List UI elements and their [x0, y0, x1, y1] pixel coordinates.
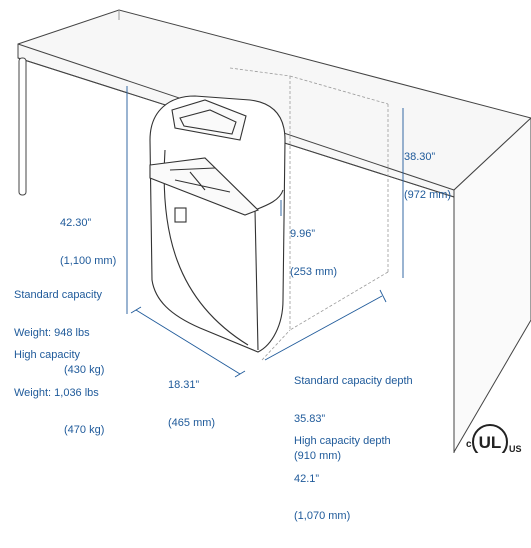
machine-hopper: [179, 109, 237, 135]
height-cabinet-metric: (1,100 mm): [60, 254, 117, 267]
width-tick-left: [130, 306, 142, 314]
height-counter-label: 38.30” (972 mm): [404, 126, 451, 226]
height-counter-metric: (972 mm): [404, 188, 452, 201]
depth-box: [229, 67, 389, 361]
dimension-diagram: UL c US 42.30” (1,100 mm) 38.30” (972 mm…: [14, 9, 531, 522]
width-tick-right: [234, 370, 246, 378]
machine-tray-slots: [169, 167, 231, 193]
high-capacity-weight: Weight: 1,036 lbs: [14, 386, 99, 399]
machine: [149, 95, 286, 353]
machine-door-latch: [174, 207, 187, 223]
clearance-label: 9.96” (253 mm): [290, 203, 337, 303]
high-depth-metric: (1,070 mm): [294, 510, 351, 522]
standard-depth-title: Standard capacity depth: [294, 375, 413, 387]
width-metric: (465 mm): [168, 416, 216, 429]
high-depth-title: High capacity depth: [294, 435, 391, 447]
high-capacity-weight-metric: (470 kg): [64, 424, 105, 436]
standard-capacity-weight-metric: (430 kg): [64, 364, 105, 376]
ul-mark-prefix: c: [466, 439, 472, 450]
machine-body: [149, 95, 286, 353]
high-capacity-title: High capacity: [14, 349, 81, 361]
dimension-lines: [126, 86, 404, 378]
height-cabinet-imperial: 42.30”: [60, 217, 92, 229]
standard-capacity-label: Standard capacity Weight: 948 lbs (430 k…: [14, 264, 104, 402]
clearance-metric: (253 mm): [290, 265, 338, 278]
ul-mark-text: UL: [479, 433, 502, 452]
high-capacity-label: High capacity Weight: 1,036 lbs (470 kg): [14, 324, 104, 462]
height-cabinet-label: 42.30” (1,100 mm): [60, 192, 116, 292]
machine-top: [171, 99, 247, 141]
depth-tick: [379, 289, 387, 303]
height-counter-imperial: 38.30”: [404, 151, 436, 163]
machine-right-panel: [254, 189, 284, 351]
high-depth-label: High capacity depth 42.1” (1,070 mm): [294, 410, 391, 548]
counter-leg: [18, 57, 27, 196]
clearance-imperial: 9.96”: [290, 228, 316, 240]
width-imperial: 18.31”: [168, 379, 200, 391]
width-line: [135, 309, 241, 375]
ul-certification-icon: UL c US: [466, 424, 522, 453]
ul-mark-suffix: US: [509, 444, 522, 453]
standard-capacity-weight: Weight: 948 lbs: [14, 326, 90, 339]
width-label: 18.31” (465 mm): [168, 354, 215, 454]
diagram-drawing: UL c US: [17, 9, 531, 453]
high-depth-imperial: 42.1”: [294, 472, 320, 485]
standard-depth-imperial: 35.83”: [294, 412, 326, 425]
depth-line: [264, 295, 383, 361]
standard-capacity-title: Standard capacity: [14, 289, 103, 301]
